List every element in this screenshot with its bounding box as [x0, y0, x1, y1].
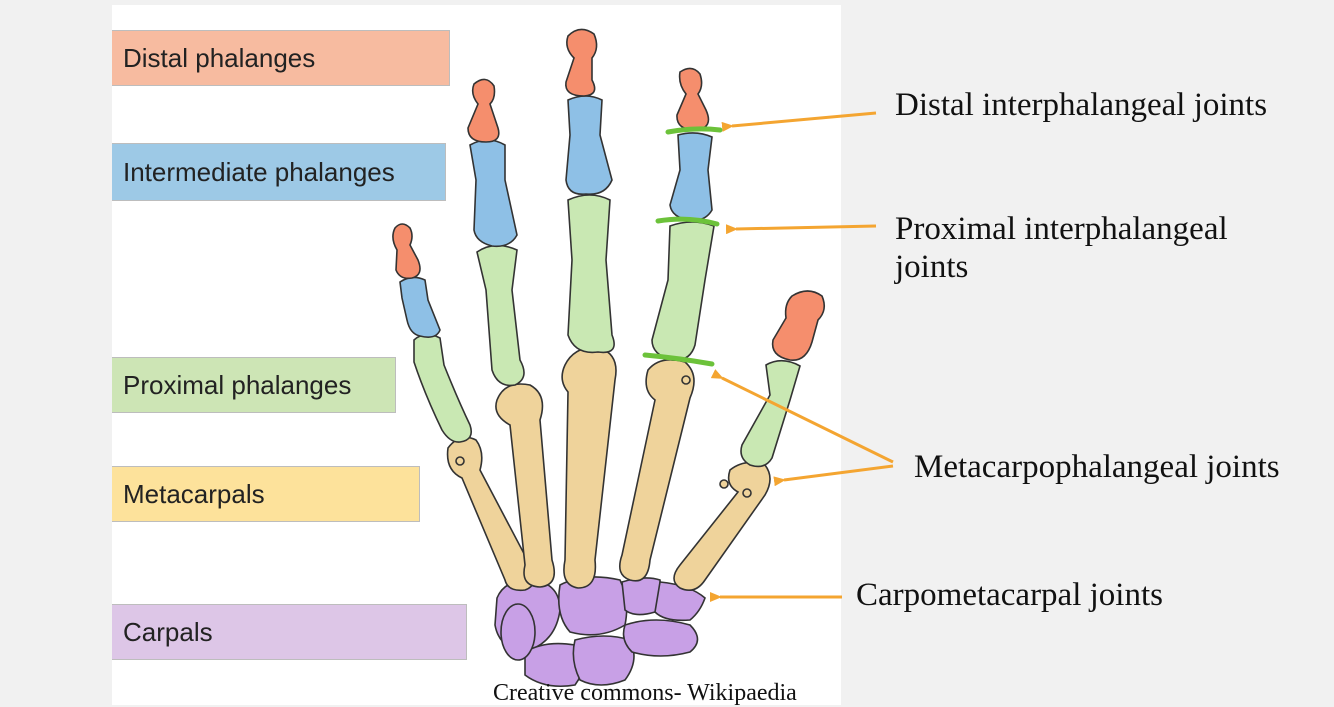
distal-phalanx-bones — [392, 28, 826, 361]
arrow-mcp-lower — [773, 464, 894, 487]
label-carpometacarpal-joints: Carpometacarpal joints — [856, 577, 1163, 613]
image-credit: Creative commons- Wikipaedia — [493, 680, 797, 706]
joint-markers — [642, 126, 723, 367]
pip-joint-marker — [655, 216, 720, 227]
arrow-pip — [725, 224, 877, 235]
label-proximal-interphalangeal-joints: Proximal interphalangeal joints — [895, 211, 1228, 285]
pointer-arrows — [710, 111, 894, 602]
intermediate-phalanx-bones — [399, 95, 713, 338]
arrow-dip — [721, 111, 877, 132]
legend-metacarpals: Metacarpals — [112, 466, 420, 522]
legend-proximal-phalanges: Proximal phalanges — [112, 357, 396, 413]
arrow-mcp-upper — [710, 369, 894, 464]
legend-intermediate-phalanges: Intermediate phalanges — [112, 143, 446, 201]
mcp-joint-marker — [642, 352, 715, 367]
metacarpal-bones — [446, 346, 771, 592]
label-metacarpophalangeal-joints: Metacarpophalangeal joints — [914, 449, 1280, 485]
legend-distal-phalanges: Distal phalanges — [112, 30, 450, 86]
legend-carpals: Carpals — [112, 604, 467, 660]
proximal-phalanx-bones — [413, 194, 801, 468]
carpal-bones — [494, 576, 706, 688]
label-distal-interphalangeal-joints: Distal interphalangeal joints — [895, 87, 1268, 123]
dip-joint-marker — [665, 126, 723, 135]
